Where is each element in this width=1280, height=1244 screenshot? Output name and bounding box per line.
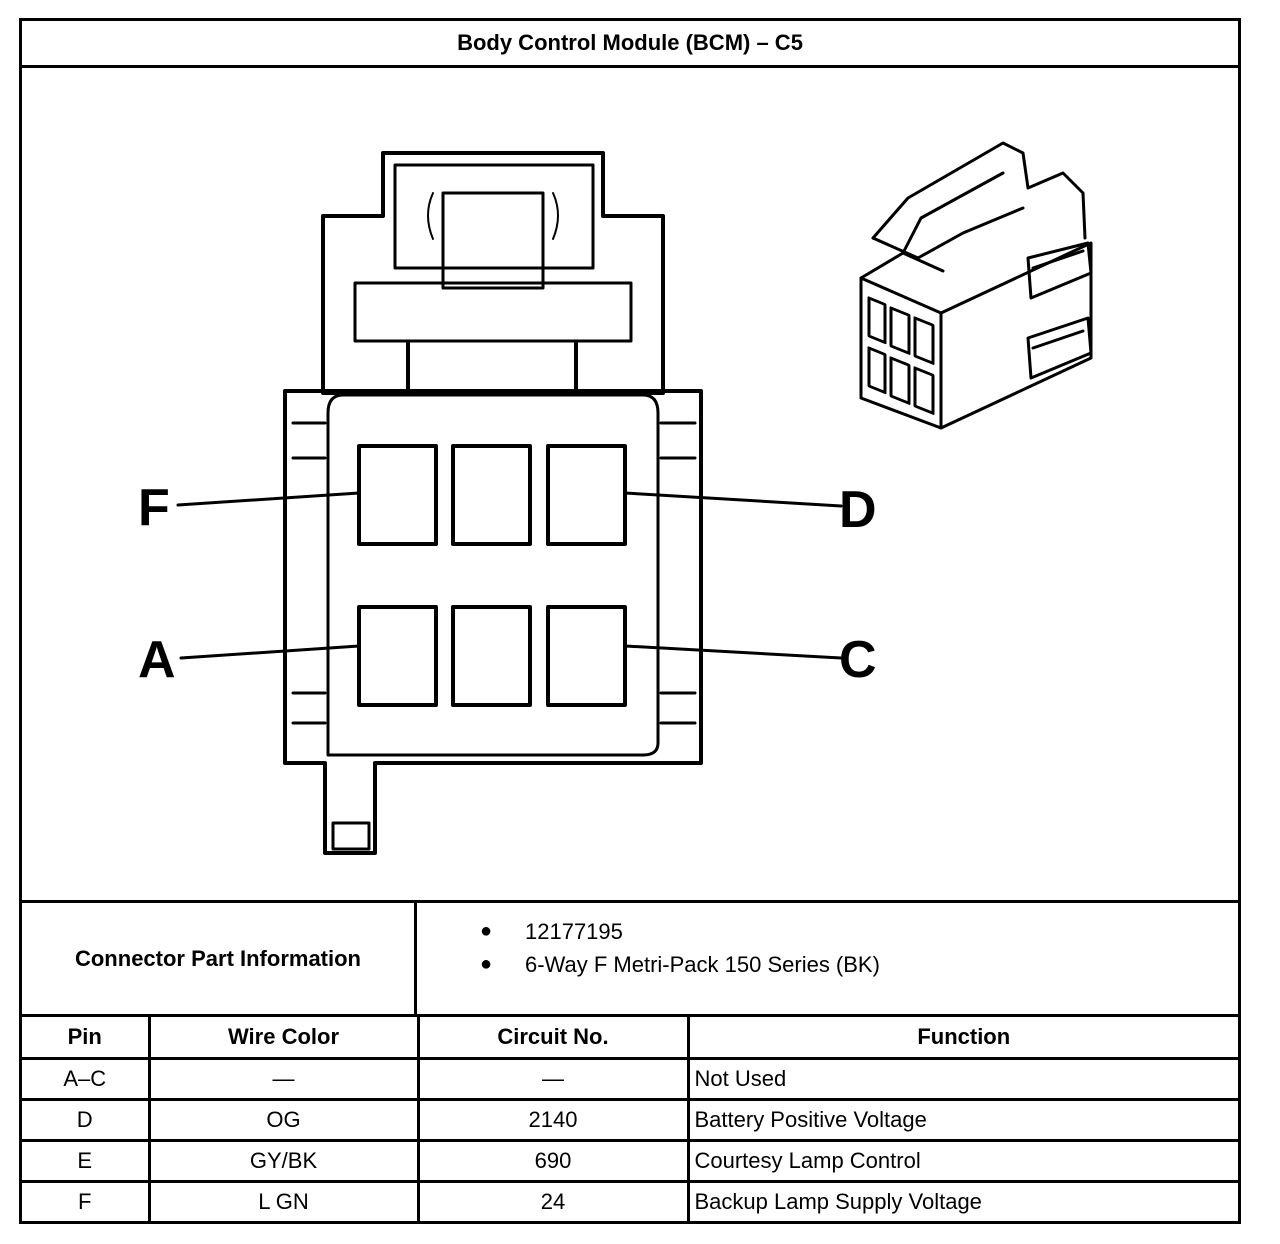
pin-cavities <box>357 444 627 707</box>
connector-sheet: Body Control Module (BCM) – C5 <box>19 18 1241 1224</box>
cell-circuit: 24 <box>416 1179 690 1222</box>
part-info-item: ●12177195 <box>420 915 880 948</box>
pin-leader-lines <box>176 491 843 660</box>
cell-circuit: 2140 <box>416 1097 690 1142</box>
part-info-list: ●12177195 ●6-Way F Metri-Pack 150 Series… <box>420 915 880 981</box>
connector-diagram: F D A C <box>22 68 1238 900</box>
page-title: Body Control Module (BCM) – C5 <box>22 21 1238 68</box>
cell-circuit: 690 <box>416 1138 690 1183</box>
cavity-a <box>357 605 438 707</box>
table-row: E GY/BK 690 Courtesy Lamp Control <box>22 1138 1238 1183</box>
cell-pin: D <box>22 1097 151 1142</box>
cell-pin: A–C <box>22 1056 151 1101</box>
connector-iso-view <box>859 141 1093 430</box>
bullet-icon: ● <box>480 953 493 975</box>
table-row: F L GN 24 Backup Lamp Supply Voltage <box>22 1179 1238 1222</box>
pin-table: Pin Wire Color Circuit No. Function A–C … <box>22 1017 1238 1222</box>
part-info-item: ●6-Way F Metri-Pack 150 Series (BK) <box>420 948 880 981</box>
connector-body <box>283 389 703 855</box>
cell-function: Backup Lamp Supply Voltage <box>686 1179 1238 1222</box>
cell-function: Courtesy Lamp Control <box>686 1138 1238 1183</box>
cavity-c <box>546 605 627 707</box>
pin-letter-labels: F D A C <box>138 479 877 689</box>
pin-label-d: D <box>839 481 877 539</box>
cavity-e <box>451 444 532 546</box>
header-circuit: Circuit No. <box>416 1017 690 1060</box>
cell-wire-color: OG <box>147 1097 420 1142</box>
cavity-d <box>546 444 627 546</box>
pin-label-a: A <box>138 631 176 689</box>
cavity-f <box>357 444 438 546</box>
pin-label-c: C <box>839 631 877 689</box>
connector-face-drawing: F D A C <box>138 141 1093 855</box>
cell-wire-color: GY/BK <box>147 1138 420 1183</box>
header-function: Function <box>686 1017 1238 1060</box>
table-row: D OG 2140 Battery Positive Voltage <box>22 1097 1238 1142</box>
header-pin: Pin <box>22 1017 151 1060</box>
connector-latch <box>321 151 665 395</box>
cell-pin: E <box>22 1138 151 1183</box>
cell-wire-color: — <box>147 1056 420 1101</box>
pin-label-f: F <box>138 479 170 537</box>
cell-pin: F <box>22 1179 151 1222</box>
bullet-icon: ● <box>480 920 493 942</box>
cell-wire-color: L GN <box>147 1179 420 1222</box>
cell-function: Not Used <box>686 1056 1238 1101</box>
cell-circuit: — <box>416 1056 690 1101</box>
part-info-label: Connector Part Information <box>22 903 417 1014</box>
cavity-b <box>451 605 532 707</box>
table-header-row: Pin Wire Color Circuit No. Function <box>22 1017 1238 1060</box>
header-wire-color: Wire Color <box>147 1017 420 1060</box>
cell-function: Battery Positive Voltage <box>686 1097 1238 1142</box>
table-row: A–C — — Not Used <box>22 1056 1238 1101</box>
connector-part-info: Connector Part Information ●12177195 ●6-… <box>22 900 1238 1017</box>
